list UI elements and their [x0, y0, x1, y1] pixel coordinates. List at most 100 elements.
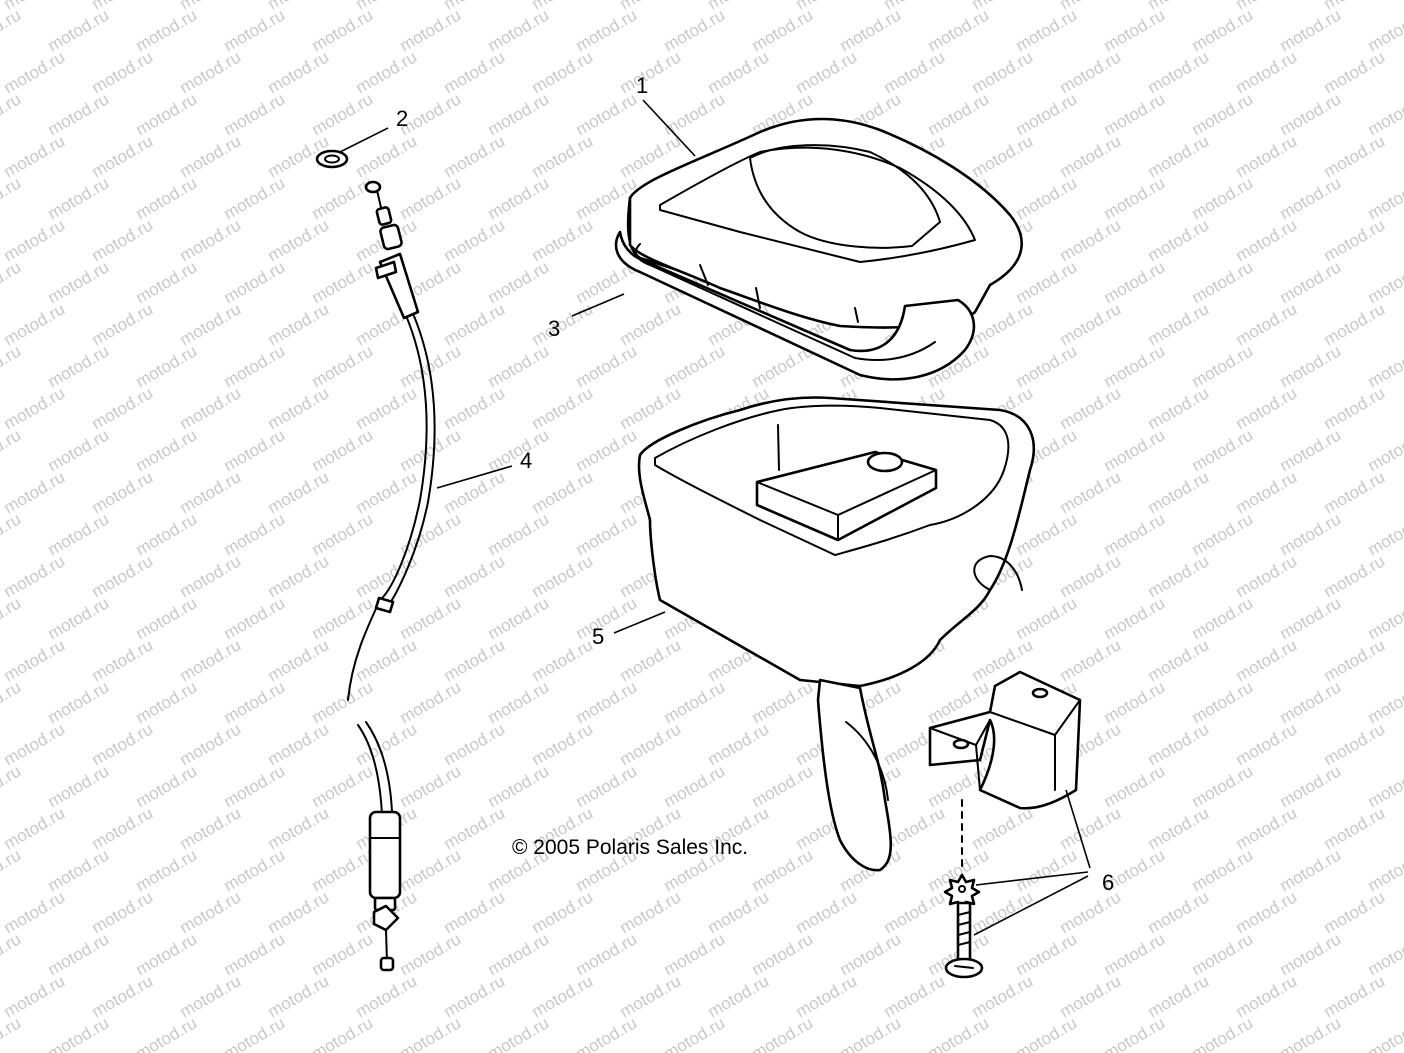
watermark-text: motod.ru [353, 635, 421, 685]
watermark-text: motod.ru [881, 47, 949, 97]
watermark-text: motod.ru [1101, 425, 1169, 475]
watermark-text: motod.ru [925, 1013, 993, 1053]
watermark-text: motod.ru [1233, 131, 1301, 181]
watermark-text: motod.ru [1189, 677, 1257, 727]
watermark-text: motod.ru [177, 551, 245, 601]
watermark-text: motod.ru [485, 1013, 553, 1053]
callout-5: 5 [592, 624, 604, 649]
throttle-cable[interactable] [347, 180, 436, 972]
handlebar-clamp[interactable] [928, 670, 1082, 810]
watermark-text: motod.ru [221, 929, 289, 979]
throttle-housing[interactable] [637, 396, 1035, 872]
watermark-text: motod.ru [1145, 215, 1213, 265]
watermark-text: motod.ru [397, 677, 465, 727]
watermark-text: motod.ru [89, 467, 157, 517]
watermark-text: motod.ru [309, 677, 377, 727]
watermark-text: motod.ru [133, 593, 201, 643]
watermark-text: motod.ru [1189, 5, 1257, 55]
watermark-text: motod.ru [969, 971, 1037, 1021]
watermark-text: motod.ru [441, 467, 509, 517]
watermark-text: motod.ru [1013, 1013, 1081, 1053]
watermark-text: motod.ru [1, 299, 69, 349]
watermark-text: motod.ru [89, 803, 157, 853]
watermark-text: motod.ru [617, 299, 685, 349]
watermark-text: motod.ru [661, 677, 729, 727]
watermark-text: motod.ru [221, 5, 289, 55]
watermark-text: motod.ru [837, 1013, 905, 1053]
watermark-text: motod.ru [309, 593, 377, 643]
watermark-text: motod.ru [1277, 761, 1345, 811]
watermark-text: motod.ru [1321, 971, 1389, 1021]
watermark-text: motod.ru [617, 47, 685, 97]
watermark-text: motod.ru [1189, 1013, 1257, 1053]
watermark-text: motod.ru [45, 677, 113, 727]
watermark-text: motod.ru [1101, 257, 1169, 307]
watermark-text: motod.ru [1277, 845, 1345, 895]
watermark-text: motod.ru [1365, 845, 1404, 895]
watermark-text: motod.ru [969, 803, 1037, 853]
watermark-text: motod.ru [573, 425, 641, 475]
watermark-text: motod.ru [1233, 215, 1301, 265]
watermark-text: motod.ru [661, 5, 729, 55]
watermark-text: motod.ru [1057, 215, 1125, 265]
watermark-text: motod.ru [1013, 929, 1081, 979]
watermark-text: motod.ru [0, 257, 24, 307]
watermark-text: motod.ru [573, 677, 641, 727]
watermark-text: motod.ru [1013, 5, 1081, 55]
watermark-text: motod.ru [1145, 803, 1213, 853]
watermark-text: motod.ru [441, 215, 509, 265]
watermark-text: motod.ru [309, 845, 377, 895]
watermark-text: motod.ru [1321, 383, 1389, 433]
watermark-text: motod.ru [529, 299, 597, 349]
watermark-text: motod.ru [353, 383, 421, 433]
watermark-text: motod.ru [1057, 803, 1125, 853]
callout-2: 2 [396, 106, 408, 131]
watermark-text: motod.ru [177, 803, 245, 853]
watermark-text: motod.ru [1365, 1013, 1404, 1053]
watermark-text: motod.ru [1, 971, 69, 1021]
watermark-text: motod.ru [1233, 803, 1301, 853]
watermark-text: motod.ru [397, 1013, 465, 1053]
watermark-text: motod.ru [221, 89, 289, 139]
watermark-text: motod.ru [1101, 761, 1169, 811]
watermark-text: motod.ru [705, 47, 773, 97]
watermark-text: motod.ru [133, 1013, 201, 1053]
watermark-text: motod.ru [881, 971, 949, 1021]
watermark-text: motod.ru [0, 929, 24, 979]
watermark-text: motod.ru [309, 425, 377, 475]
watermark-text: motod.ru [1365, 341, 1404, 391]
watermark-text: motod.ru [309, 5, 377, 55]
watermark-text: motod.ru [661, 341, 729, 391]
housing-cover[interactable] [626, 117, 1023, 329]
watermark-text: motod.ru [529, 215, 597, 265]
watermark-text: motod.ru [1013, 341, 1081, 391]
watermark-text: motod.ru [529, 47, 597, 97]
watermark-text: motod.ru [0, 761, 24, 811]
watermark-text: motod.ru [221, 509, 289, 559]
watermark-text: motod.ru [0, 677, 24, 727]
watermark-text: motod.ru [133, 5, 201, 55]
watermark-text: motod.ru [1057, 467, 1125, 517]
watermark-text: motod.ru [1233, 635, 1301, 685]
watermark-text: motod.ru [133, 173, 201, 223]
washer[interactable] [315, 149, 349, 169]
watermark-text: motod.ru [1365, 509, 1404, 559]
watermark-text: motod.ru [1145, 383, 1213, 433]
watermark-text: motod.ru [265, 383, 333, 433]
gasket[interactable] [614, 230, 976, 381]
watermark-text: motod.ru [485, 257, 553, 307]
watermark-text: motod.ru [661, 1013, 729, 1053]
watermark-text: motod.ru [1013, 593, 1081, 643]
watermark-text: motod.ru [1277, 677, 1345, 727]
watermark-text: motod.ru [45, 1013, 113, 1053]
watermark-text: motod.ru [89, 551, 157, 601]
watermark-text: motod.ru [265, 971, 333, 1021]
watermark-text: motod.ru [1101, 5, 1169, 55]
watermark-text: motod.ru [265, 47, 333, 97]
watermark-text: motod.ru [1013, 173, 1081, 223]
watermark-text: motod.ru [0, 1013, 24, 1053]
watermark-text: motod.ru [1365, 425, 1404, 475]
watermark-text: motod.ru [133, 257, 201, 307]
screw[interactable] [944, 901, 984, 979]
watermark-text: motod.ru [89, 383, 157, 433]
